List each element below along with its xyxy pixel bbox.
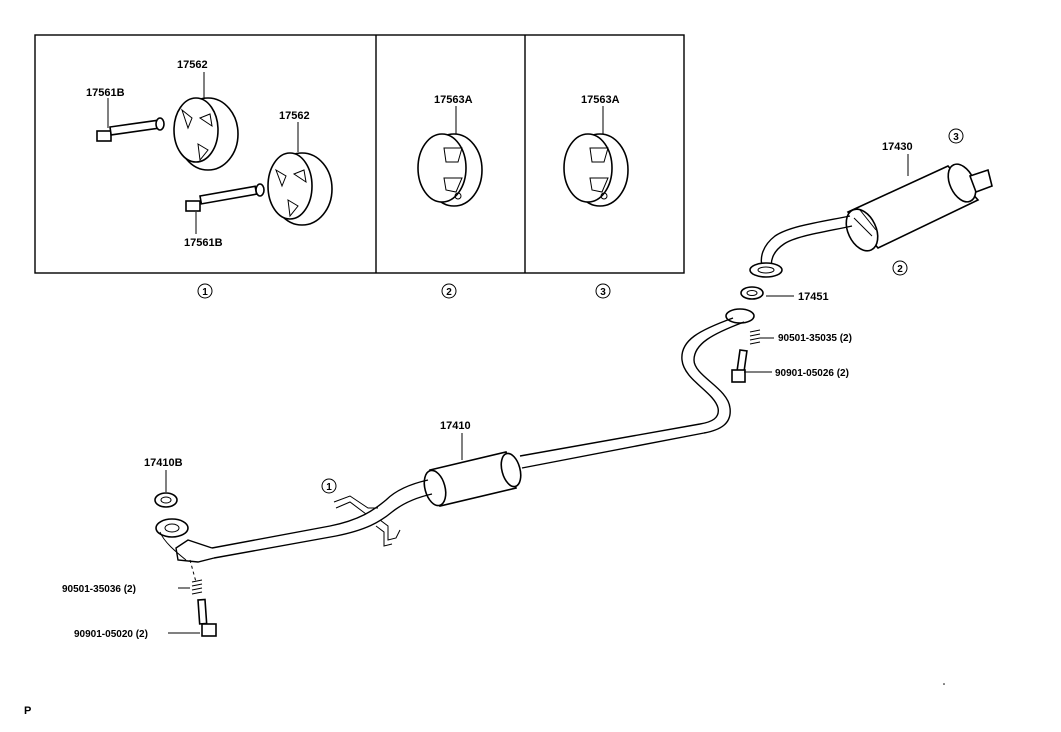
circle-mark-3-muffler: 3 (948, 128, 964, 144)
rubber-mount-lower (267, 152, 333, 226)
label-17561b-bottom: 17561B (184, 237, 223, 249)
gasket-17451 (740, 286, 794, 300)
label-17563a-panel2: 17563A (434, 94, 473, 106)
label-17410b: 17410B (144, 457, 183, 469)
center-pipe (155, 308, 755, 563)
label-90901-05020: 90901-05020 (2) (74, 629, 148, 640)
panel-2-parts (417, 106, 483, 207)
gasket-17410b (154, 492, 178, 508)
circle-mark-2-text: 2 (897, 264, 903, 275)
panel-number-1: 1 (197, 283, 213, 299)
label-17430: 17430 (882, 141, 913, 153)
circle-mark-3-text: 3 (953, 132, 959, 143)
label-90501-35036: 90501-35036 (2) (62, 584, 136, 595)
label-17562-right: 17562 (279, 110, 310, 122)
panel-number-2: 2 (441, 283, 457, 299)
panel-number-1-text: 1 (202, 287, 208, 298)
label-17561b-top: 17561B (86, 87, 125, 99)
rubber-mount-upper (173, 97, 239, 171)
hanger-bolt-upper (96, 117, 165, 142)
rear-bolt-spring (731, 329, 774, 383)
stray-dot (943, 683, 945, 685)
tail-muffler (749, 163, 993, 278)
panel-3-parts (563, 106, 629, 207)
label-17562-top: 17562 (177, 59, 208, 71)
panel-1-parts (96, 72, 333, 234)
label-90901-05026: 90901-05026 (2) (775, 368, 849, 379)
hanger-inset-frame (34, 34, 685, 274)
label-90501-35035: 90501-35035 (2) (778, 333, 852, 344)
panel-number-3-text: 3 (600, 287, 606, 298)
label-17563a-panel3: 17563A (581, 94, 620, 106)
panel-number-2-text: 2 (446, 287, 452, 298)
circle-mark-2-muffler: 2 (892, 260, 908, 276)
panel-number-3: 3 (595, 283, 611, 299)
label-17410: 17410 (440, 420, 471, 432)
circle-mark-1-text: 1 (326, 482, 332, 493)
label-17451: 17451 (798, 291, 829, 303)
corner-letter: P (24, 705, 31, 717)
front-bolt-spring (168, 559, 217, 637)
circle-mark-1-hanger: 1 (321, 478, 337, 494)
hanger-bolt-lower (185, 183, 265, 212)
